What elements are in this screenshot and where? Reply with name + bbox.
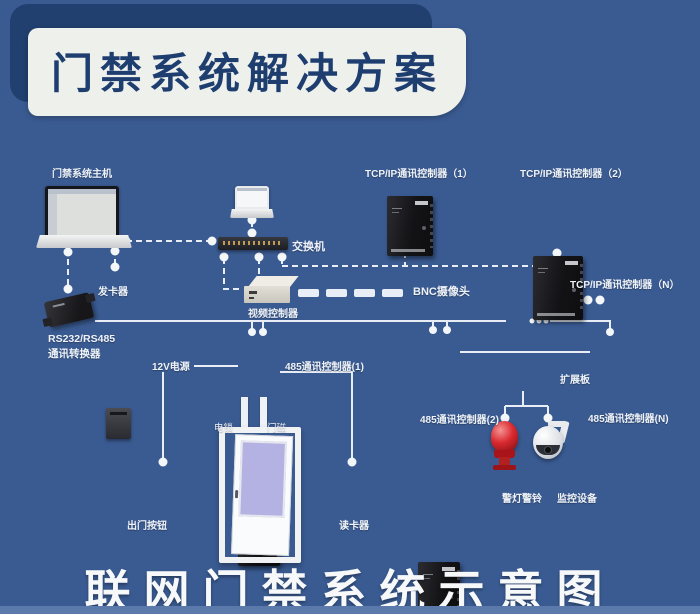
label-tcp1: TCP/IP通讯控制器（1）: [365, 169, 473, 180]
door-handle: [234, 490, 239, 499]
switch-ports: [223, 241, 283, 245]
label-bnc-camera: BNC摄像头: [413, 286, 470, 298]
network-switch: [218, 237, 288, 250]
client-laptop-base: [230, 209, 274, 218]
label-tcp2: TCP/IP通讯控制器（2）: [520, 169, 628, 180]
label-485-n: 485通讯控制器(N): [588, 414, 669, 425]
page-title: 门禁系统解决方案: [50, 49, 443, 98]
label-485-2: 485通讯控制器(2): [420, 415, 499, 426]
label-12v-power: 12V电源: [152, 362, 190, 373]
host-laptop-display: [48, 189, 116, 235]
door-panel: [231, 434, 294, 557]
door-glass: [238, 440, 287, 518]
footer-strip: [0, 606, 700, 614]
label-converter-line2: 通讯转换器: [48, 348, 101, 360]
door-frame: [219, 427, 301, 563]
door-magnet-bracket: [260, 397, 267, 430]
label-switch: 交换机: [292, 241, 325, 253]
host-laptop-base: [36, 235, 132, 248]
alarm-beacon: [489, 421, 521, 471]
label-video-controller: 视频控制器: [248, 309, 298, 320]
client-laptop-screen: [235, 186, 269, 209]
label-alarm: 警灯警铃: [502, 494, 542, 505]
label-exit-button: 出门按钮: [127, 521, 167, 532]
label-card-issuer: 发卡器: [98, 287, 128, 298]
tcpip-controller-1: [387, 196, 433, 256]
label-electric-lock: 电锁: [214, 423, 234, 434]
label-door-magnet: 门磁: [267, 423, 287, 434]
rs232-rs485-converter: [42, 292, 98, 331]
title-banner-card: [28, 28, 466, 116]
label-host: 门禁系统主机: [52, 169, 112, 180]
video-controller: [244, 276, 299, 304]
controller-485-2: [418, 562, 460, 614]
label-tcpn: TCP/IP通讯控制器（N）: [570, 280, 680, 291]
client-laptop-display: [237, 188, 267, 207]
card-issuer-device: [106, 408, 131, 439]
label-card-reader: 读卡器: [339, 521, 369, 532]
label-converter-line1: RS232/RS485: [48, 333, 116, 345]
label-expansion-board: 扩展板: [560, 375, 590, 386]
label-monitor: 监控设备: [557, 494, 597, 505]
dome-camera: [533, 420, 570, 465]
diagram-caption: 联网门禁系统示意图: [84, 565, 616, 614]
host-laptop-screen: [45, 186, 119, 238]
electric-lock-bracket: [241, 397, 248, 430]
tcpip-controller-2: [533, 256, 583, 320]
label-485-1: 485通讯控制器(1): [285, 362, 364, 373]
